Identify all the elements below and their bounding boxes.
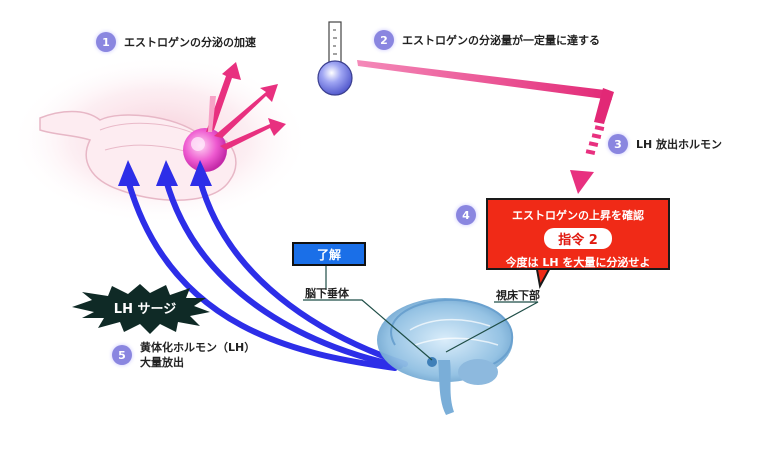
step-5: 5 黄体化ホルモン（LH） 大量放出 xyxy=(112,340,255,370)
pituitary-reply-text: 了解 xyxy=(316,247,341,262)
brain-illustration xyxy=(377,298,514,415)
callout-line2: 今度は LH を大量に分泌せよ xyxy=(505,256,651,269)
lh-surge-starburst xyxy=(72,284,210,334)
hormone-signal-arrow xyxy=(357,60,614,194)
lh-surge-text: LH サージ xyxy=(113,301,177,317)
estrogen-burst-arrows xyxy=(206,62,286,150)
step-3-text: LH 放出ホルモン xyxy=(636,138,723,151)
step-4-number: 4 xyxy=(456,205,476,225)
step-2-number: 2 xyxy=(374,30,394,50)
step-4: 4 xyxy=(456,205,476,225)
leader-lines xyxy=(303,262,539,361)
step-1: 1 エストロゲンの分泌の加速 xyxy=(96,32,256,52)
ovary-illustration xyxy=(10,55,310,225)
step-5-number: 5 xyxy=(112,345,132,365)
step-3-number: 3 xyxy=(608,134,628,154)
step-1-number: 1 xyxy=(96,32,116,52)
step-3: 3 LH 放出ホルモン xyxy=(608,134,722,154)
lh-surge-label: LH サージ xyxy=(90,296,200,318)
step-2-text: エストロゲンの分泌量が一定量に達する xyxy=(402,34,600,47)
step-1-text: エストロゲンの分泌の加速 xyxy=(124,36,256,49)
pituitary-label: 脳下垂体 xyxy=(305,287,349,300)
callout-line1: エストロゲンの上昇を確認 xyxy=(512,209,644,222)
step-5-text-line1: 黄体化ホルモン（LH） xyxy=(140,341,256,354)
command-badge: 指令 2 xyxy=(544,228,612,249)
hypothalamus-label: 視床下部 xyxy=(496,289,540,302)
lh-arrows xyxy=(125,177,408,371)
step-2: 2 エストロゲンの分泌量が一定量に達する xyxy=(374,30,600,50)
pituitary-gland xyxy=(427,357,437,367)
pituitary-reply-box: 了解 xyxy=(292,242,366,266)
flask-icon xyxy=(317,21,353,96)
step-5-text-line2: 大量放出 xyxy=(140,356,184,369)
lh-arrowheads xyxy=(118,160,212,186)
hypothalamus-command-callout: エストロゲンの上昇を確認 指令 2 今度は LH を大量に分泌せよ xyxy=(486,198,670,270)
